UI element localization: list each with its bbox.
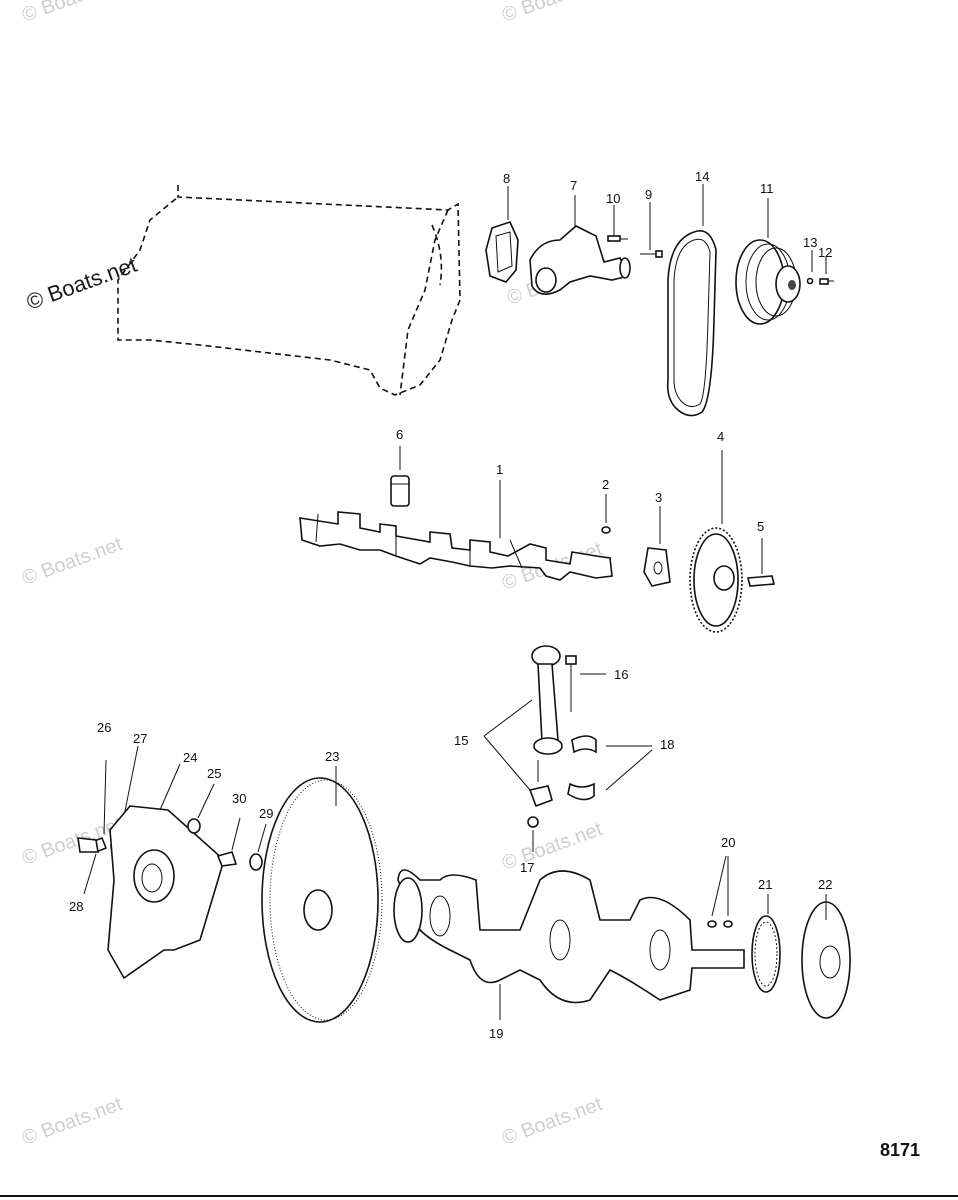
callout-21: 21: [758, 877, 772, 892]
callout-23: 23: [325, 749, 339, 764]
part-13-washer: [806, 250, 814, 285]
part-16-rod-bolt: [565, 655, 606, 712]
part-21-crank-gear: [751, 894, 781, 993]
callout-7: 7: [570, 178, 577, 193]
callout-3: 3: [655, 490, 662, 505]
callout-2: 2: [602, 477, 609, 492]
watermark-left-3: © Boats.net: [19, 813, 125, 870]
part-25-pin: [187, 783, 215, 834]
callout-27: 27: [133, 731, 147, 746]
part-7-water-pump: [529, 195, 631, 295]
part-15-connecting-rod: [483, 645, 563, 808]
callout-20: 20: [721, 835, 735, 850]
callout-8: 8: [503, 171, 510, 186]
callout-30: 30: [232, 791, 246, 806]
callout-13: 13: [803, 235, 817, 250]
part-18-bearings: [567, 735, 653, 801]
callout-22: 22: [818, 877, 832, 892]
watermark-left-2: © Boats.net: [19, 533, 125, 590]
callout-12: 12: [818, 245, 832, 260]
engine-block-outline: [117, 185, 461, 396]
callout-28: 28: [69, 899, 83, 914]
watermark-main: © Boats.net: [23, 252, 140, 315]
part-2-key: [601, 494, 611, 534]
callout-1: 1: [496, 462, 503, 477]
part-4-cam-gear: [689, 450, 743, 633]
callout-11: 11: [760, 181, 774, 196]
figure-number: 8171: [880, 1140, 920, 1160]
callout-14: 14: [695, 169, 709, 184]
part-19-crankshaft: [393, 869, 745, 1020]
part-29-washer: [249, 823, 267, 871]
part-5-bolt: [746, 538, 776, 587]
part-1-camshaft: [299, 480, 613, 581]
part-24-flywheel-housing-plate: [107, 763, 225, 980]
callout-17: 17: [520, 860, 534, 875]
part-28-stud: [77, 837, 99, 895]
callout-19: 19: [489, 1026, 503, 1041]
part-20-keys: [707, 855, 733, 928]
part-6-lifter: [390, 446, 410, 507]
callout-24: 24: [183, 750, 197, 765]
part-8-gasket: [485, 186, 519, 283]
callout-29: 29: [259, 806, 273, 821]
part-9-bolt: [640, 202, 663, 258]
part-17-nut: [527, 816, 539, 852]
callout-26: 26: [97, 720, 111, 735]
part-14-belt: [666, 184, 717, 417]
callout-4: 4: [717, 429, 724, 444]
callout-10: 10: [606, 191, 620, 206]
watermark-bottom-left: © Boats.net: [19, 1093, 125, 1150]
callout-6: 6: [396, 427, 403, 442]
part-12-screw: [819, 256, 834, 285]
part-11-pulley: [735, 198, 801, 325]
part-22-crank-pulley: [801, 894, 851, 1019]
callout-5: 5: [757, 519, 764, 534]
callout-9: 9: [645, 187, 652, 202]
callout-18: 18: [660, 737, 674, 752]
part-3-thrust-plate: [643, 506, 671, 587]
callout-25: 25: [207, 766, 221, 781]
watermark-top-center: © Boats.net: [499, 0, 605, 27]
callout-16: 16: [614, 667, 628, 682]
watermark-bottom-center: © Boats.net: [499, 1093, 605, 1150]
watermark-center-3: © Boats.net: [499, 818, 605, 875]
callout-labels: 8 7 10 9 14 11 13 12 6 1 2 3 4 5 16 15 1…: [69, 169, 832, 1041]
part-30-bolt: [216, 817, 241, 867]
part-10-bolt: [607, 205, 628, 242]
watermark-top-left: © Boats.net: [19, 0, 125, 27]
callout-15: 15: [454, 733, 468, 748]
part-23-flywheel: [261, 766, 383, 1023]
